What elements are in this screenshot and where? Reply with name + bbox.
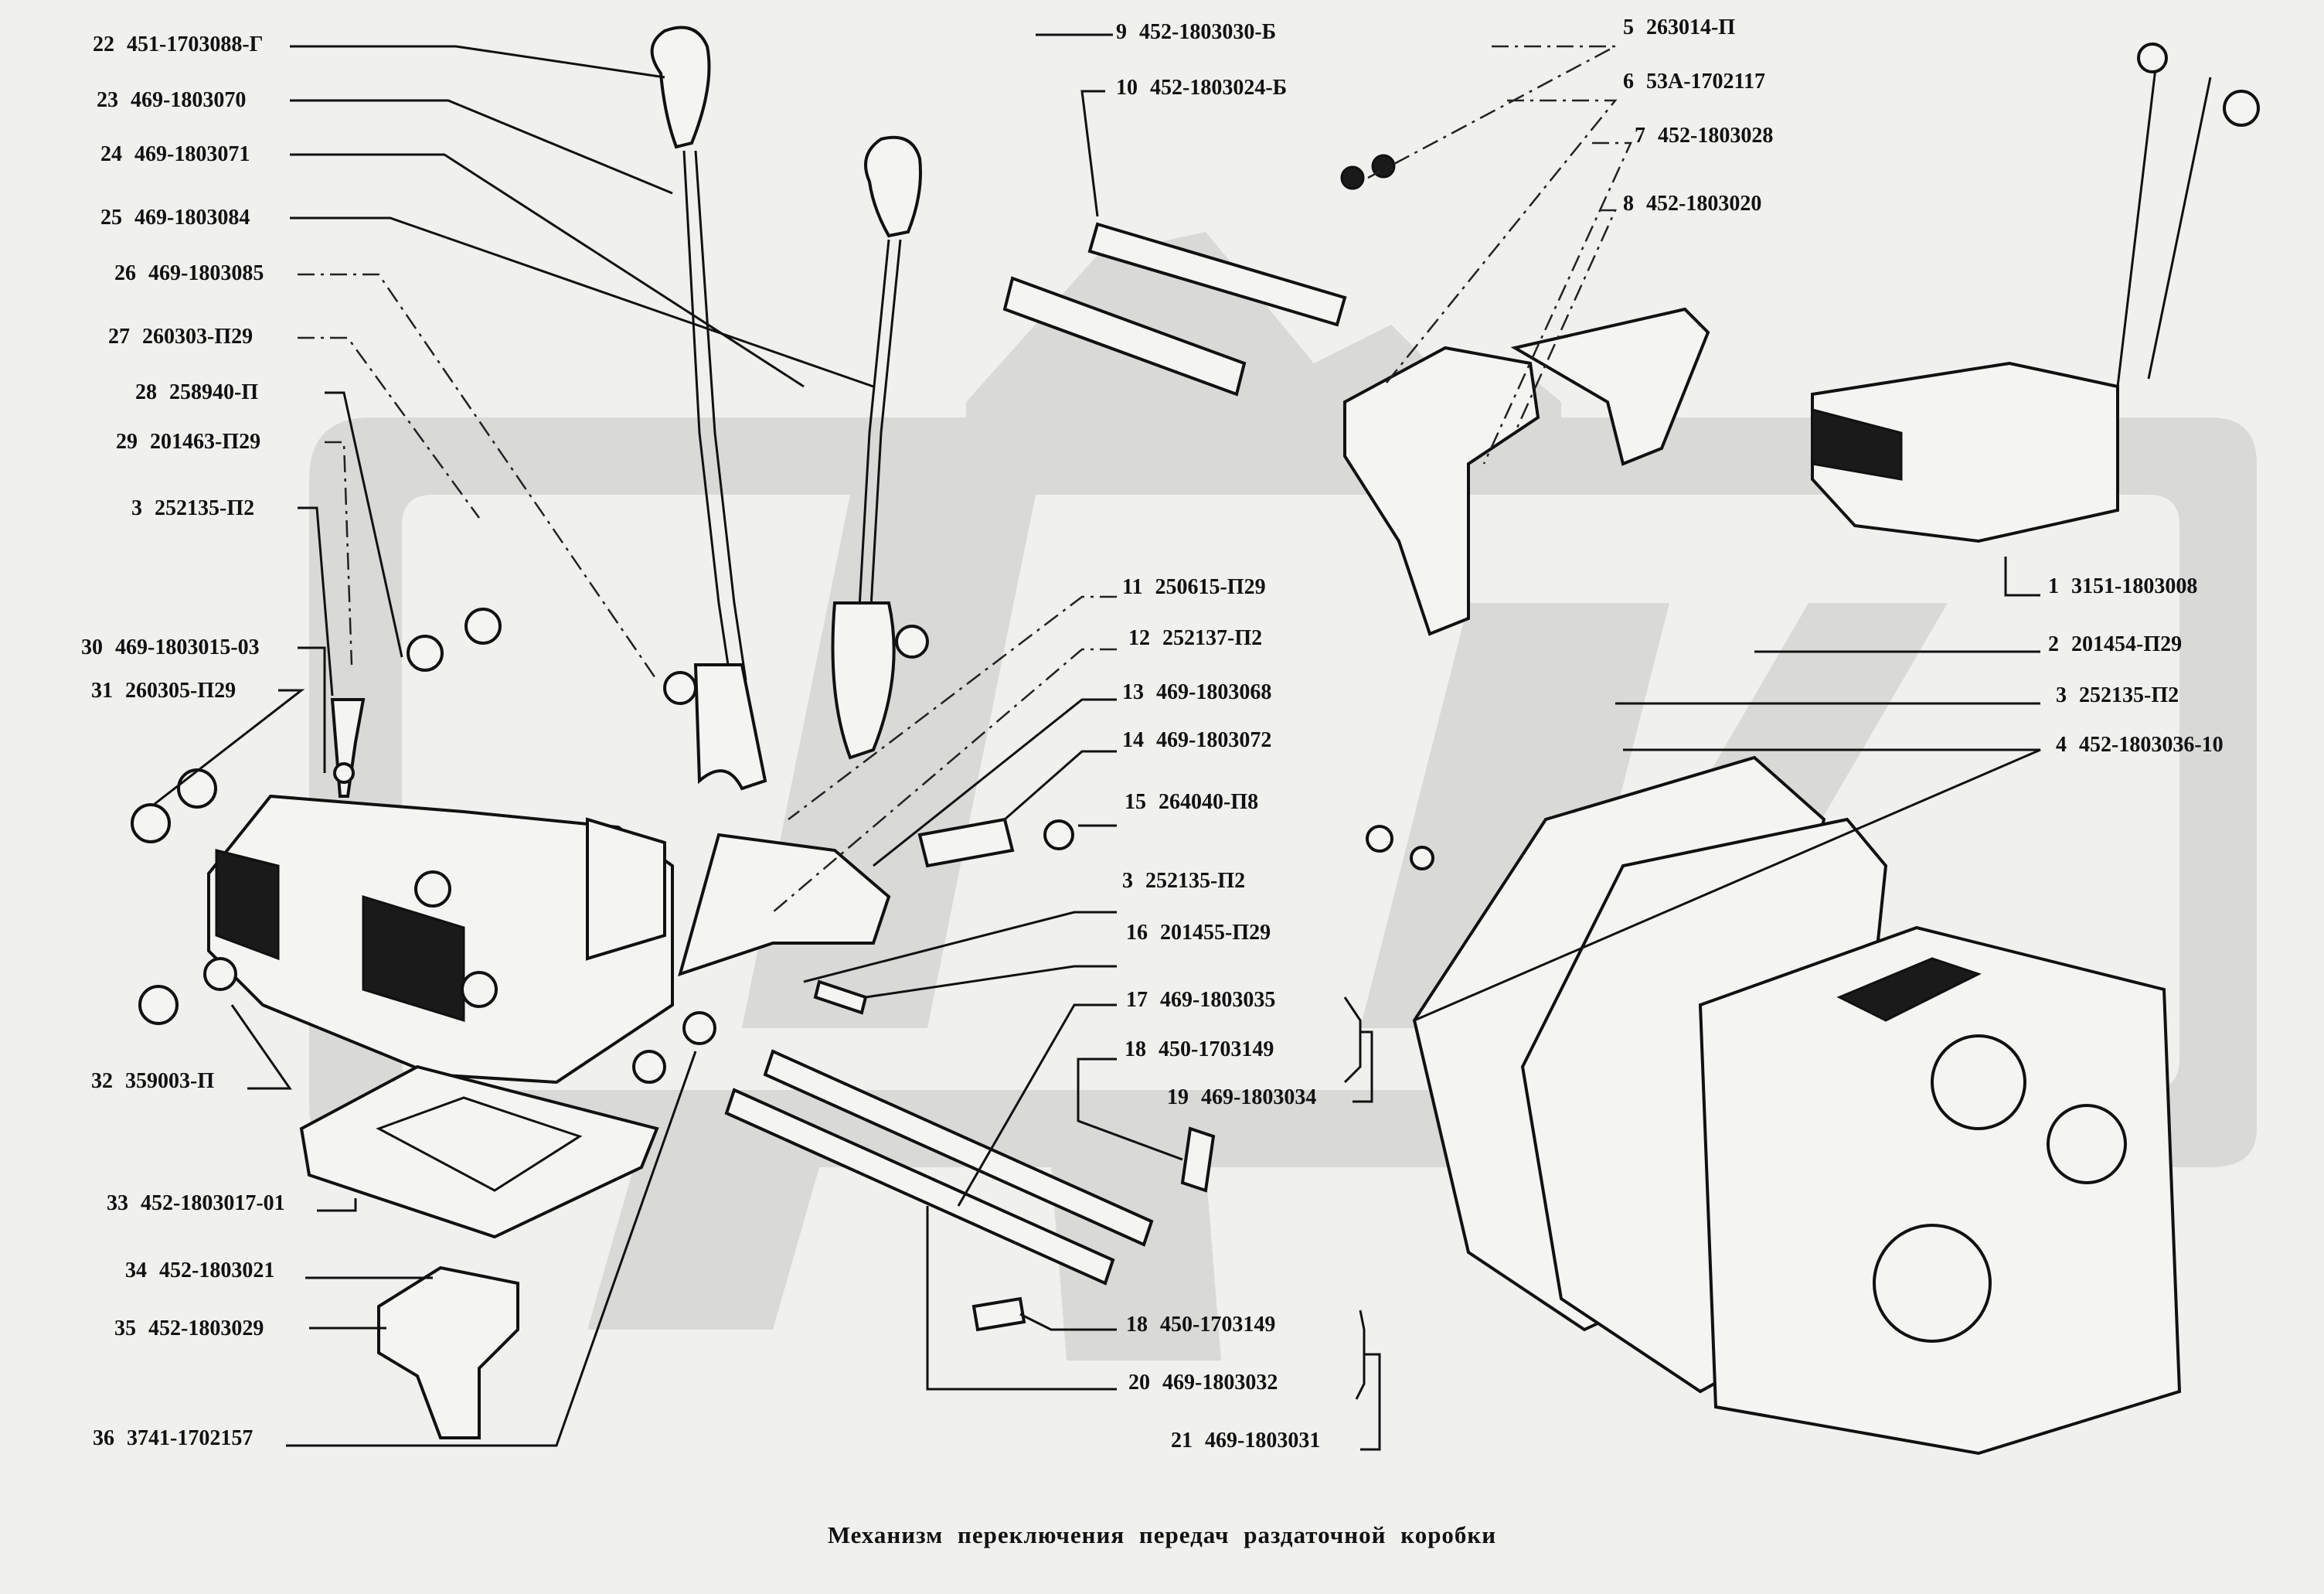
transfer-case-housing — [1412, 755, 2182, 1456]
fork-35 — [377, 1265, 519, 1439]
leader-lines — [154, 33, 2041, 1451]
shift-fork-8 — [1340, 154, 1710, 636]
gasket-33 — [299, 1064, 659, 1239]
shift-mechanism-assembly-1 — [1811, 43, 2260, 543]
shift-lever-left — [650, 26, 767, 791]
small-fasteners — [131, 608, 1434, 1084]
shift-rods-upper — [1002, 222, 1347, 397]
bracket-12 — [678, 833, 891, 977]
shift-lever-right — [831, 135, 922, 760]
shift-rods-lower — [724, 1049, 1216, 1332]
diagram-caption: Механизм переключения передач раздаточно… — [827, 1521, 1497, 1548]
shift-mechanism-housing — [207, 794, 674, 1085]
